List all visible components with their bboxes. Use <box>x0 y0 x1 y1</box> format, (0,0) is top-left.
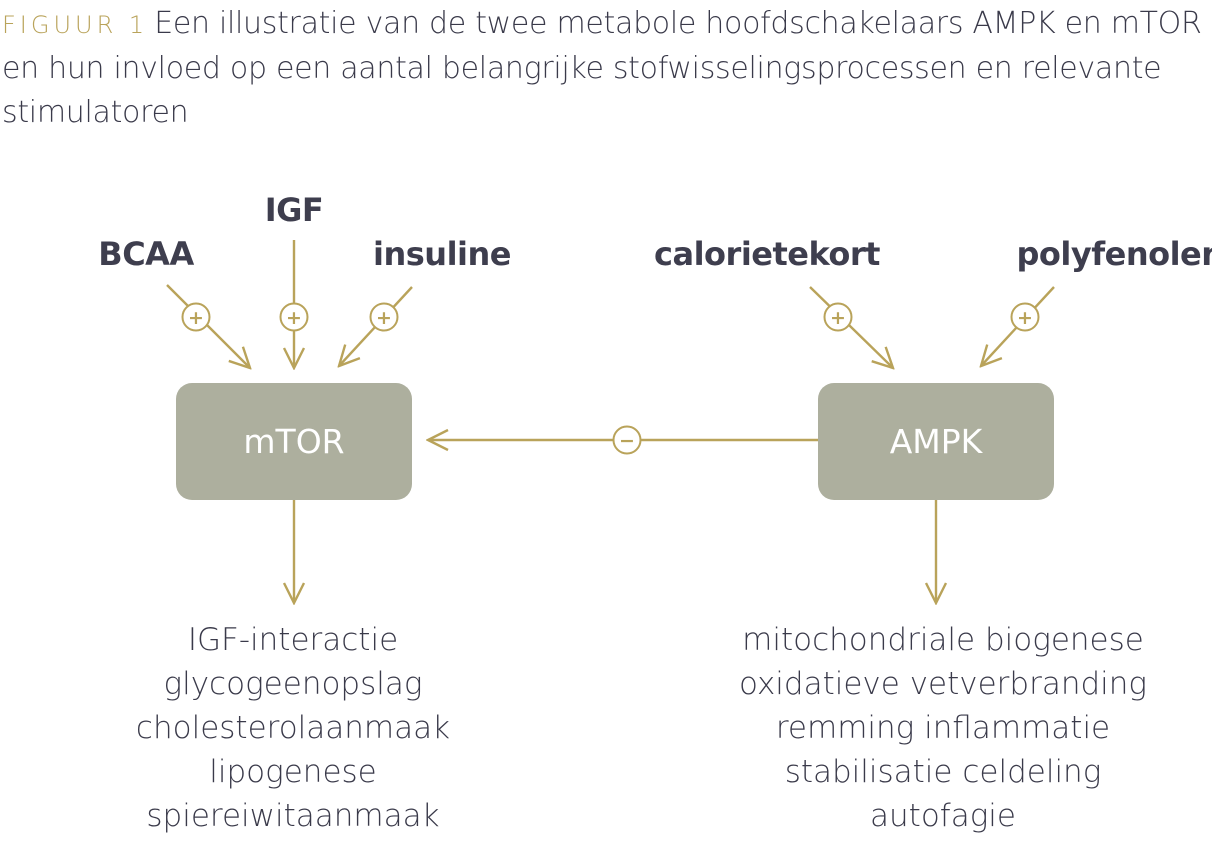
input-label-igf: IGF <box>265 191 324 229</box>
mtor-output-list: IGF-interactie glycogeenopslag cholester… <box>33 618 553 838</box>
ampk-output-item: remming inflammatie <box>775 710 1111 746</box>
mtor-output-item: spiereiwitaanmaak <box>146 798 440 834</box>
plus-badge-polyfenolen: + <box>1010 302 1040 332</box>
plus-badge-calorietekort: + <box>823 302 853 332</box>
mtor-output-item: IGF-interactie <box>187 622 399 658</box>
ampk-output-list: mitochondriale biogenese oxidatieve vetv… <box>683 618 1203 838</box>
mtor-output-item: cholesterolaanmaak <box>135 710 451 746</box>
node-ampk-label: AMPK <box>890 422 984 461</box>
plus-sign-insuline: + <box>376 307 392 329</box>
plus-sign-bcaa: + <box>188 307 204 329</box>
input-label-calorietekort: calorietekort <box>654 235 880 273</box>
minus-sign: − <box>619 430 635 452</box>
plus-badge-insuline: + <box>369 302 399 332</box>
plus-badge-bcaa: + <box>181 302 211 332</box>
plus-sign-igf: + <box>286 307 302 329</box>
input-label-insuline: insuline <box>373 235 511 273</box>
arrow-calorietekort-to-ampk <box>809 286 893 368</box>
plus-badge-igf: + <box>279 302 309 332</box>
minus-badge: − <box>612 425 642 455</box>
plus-sign-polyfenolen: + <box>1017 307 1033 329</box>
node-mtor: mTOR <box>176 383 412 500</box>
ampk-output-item: oxidatieve vetverbranding <box>738 666 1148 702</box>
node-mtor-label: mTOR <box>243 422 344 461</box>
input-label-bcaa: BCAA <box>98 235 194 273</box>
mtor-output-item: glycogeenopslag <box>163 666 423 702</box>
ampk-output-item: stabilisatie celdeling <box>784 754 1102 790</box>
mtor-output-item: lipogenese <box>209 754 377 790</box>
figure-caption-text: Een illustratie van de twee metabole hoo… <box>2 6 1202 130</box>
arrow-bcaa-to-mtor <box>166 284 250 368</box>
ampk-output-item: mitochondriale biogenese <box>742 622 1144 658</box>
plus-sign-calorietekort: + <box>830 307 846 329</box>
ampk-output-item: autofagie <box>870 798 1016 834</box>
node-ampk: AMPK <box>818 383 1054 500</box>
figure-label: FIGUUR 1 <box>2 11 149 39</box>
input-label-polyfenolen: polyfenolen <box>1016 235 1212 273</box>
